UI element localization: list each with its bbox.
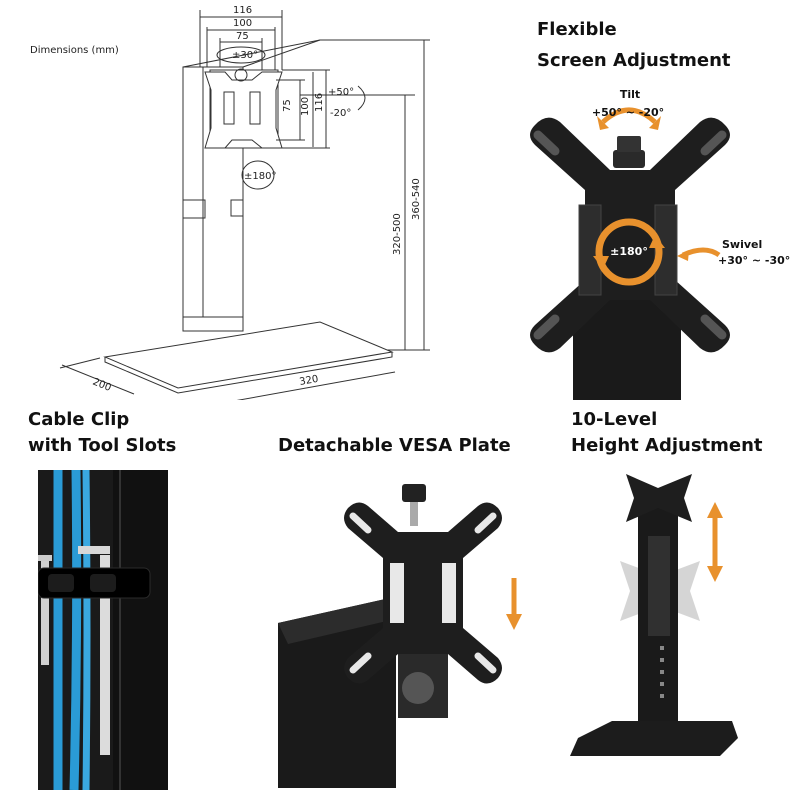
dim-116-width: 116 (233, 5, 252, 16)
dim-75-height: 75 (282, 99, 293, 112)
swivel-label: Swivel (722, 238, 762, 251)
tilt-range: +50° ~ -20° (592, 106, 664, 119)
height-adjust-photo (570, 474, 738, 756)
swivel-range: +30° ~ -30° (718, 254, 790, 267)
dim-height-range-2: 360-540 (411, 178, 422, 220)
dim-tilt-up: +50° (328, 87, 354, 98)
dimension-drawing: 116 100 75 ±30° 75 100 116 +50° -20° ±18… (59, 5, 430, 400)
dim-rotation: ±180° (244, 171, 276, 182)
vesa-adjustment-photo: ±180° (530, 107, 730, 400)
dim-tilt-down: -20° (330, 108, 351, 119)
tilt-label: Tilt (620, 88, 640, 101)
dim-base-depth: 200 (91, 377, 113, 394)
dimensions-caption: Dimensions (mm) (30, 45, 119, 56)
dim-100-width: 100 (233, 18, 252, 29)
rotation-label: ±180° (610, 245, 648, 258)
vesa-detach-photo (278, 484, 522, 788)
vesa-title: Detachable VESA Plate (278, 435, 511, 456)
dim-base-width: 320 (299, 374, 320, 388)
dim-height-range-1: 320-500 (392, 213, 403, 255)
cable-clip-photo (38, 470, 168, 790)
dim-75-width: 75 (236, 31, 249, 42)
dim-100-height: 100 (300, 97, 311, 116)
height-adjust-title: 10-Level Height Adjustment (571, 409, 763, 456)
dim-swivel: ±30° (232, 50, 258, 61)
cable-clip-title: Cable Clip with Tool Slots (28, 409, 177, 456)
flexible-labels: Tilt +50° ~ -20° Swivel +30° ~ -30° (592, 88, 790, 267)
flexible-title: Flexible Screen Adjustment (537, 19, 731, 71)
dim-116-height: 116 (314, 93, 325, 112)
